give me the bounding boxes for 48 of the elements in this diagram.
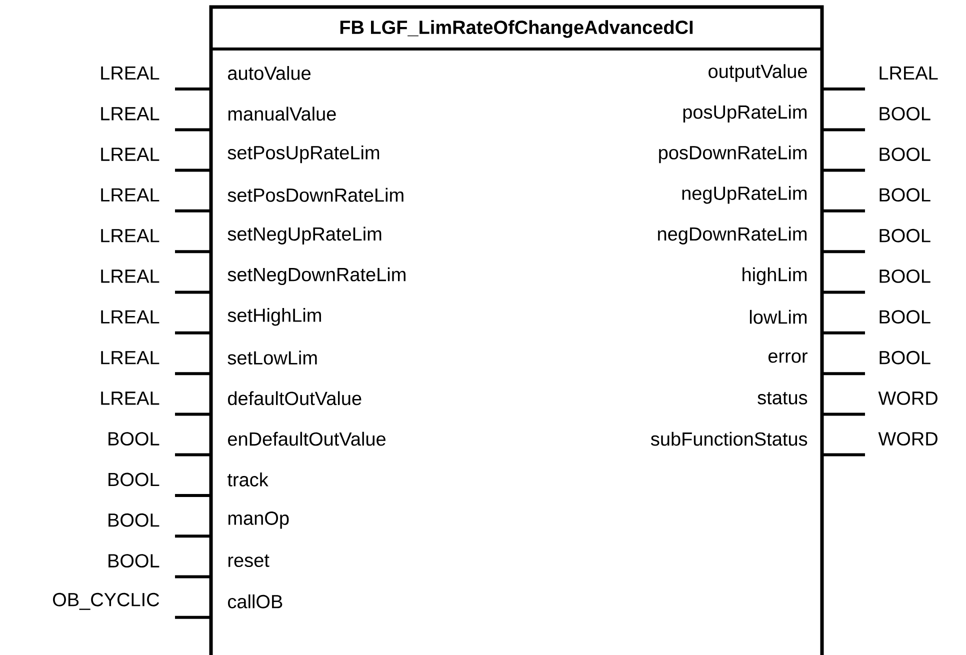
pin-type-label: BOOL xyxy=(880,269,930,283)
pin-type-label: LREAL xyxy=(101,310,160,324)
pin-type-label: LREAL xyxy=(101,188,160,202)
pin-name-label: manOp xyxy=(228,511,289,529)
pin-type-label: BOOL xyxy=(880,310,930,324)
pin-type-label: LREAL xyxy=(101,229,160,242)
pin-name-label: outputValue xyxy=(708,64,807,82)
pin-name-label: negUpRateLim xyxy=(682,186,807,204)
pin-type-label: BOOL xyxy=(108,432,160,446)
pin-name-label: negDownRateLim xyxy=(658,226,807,244)
pin-name-label: setHighLim xyxy=(228,308,321,326)
pin-name-label: highLim xyxy=(742,267,807,286)
pin-name-label: subFunctionStatus xyxy=(650,432,808,446)
pin-name-label: setNegUpRateLim xyxy=(228,226,382,244)
pin-name-label: posDownRateLim xyxy=(659,145,807,164)
pin-name-label: callOB xyxy=(228,594,282,608)
pin-type-label: BOOL xyxy=(880,228,930,242)
pin-name-label: manualValue xyxy=(228,106,336,121)
pin-name-label: setLowLim xyxy=(228,350,317,365)
pin-type-label: LREAL xyxy=(880,66,938,80)
pin-name-label: defaultOutValue xyxy=(228,391,362,406)
pin-type-label: BOOL xyxy=(880,148,930,162)
pin-name-label: error xyxy=(768,352,808,363)
pin-type-label: BOOL xyxy=(880,106,930,120)
pin-type-label: BOOL xyxy=(880,350,930,364)
pin-name-label: setNegDownRateLim xyxy=(228,267,406,286)
pin-type-label: BOOL xyxy=(108,472,160,486)
pin-type-label: BOOL xyxy=(880,188,930,202)
pin-name-label: reset xyxy=(228,554,270,568)
pin-type-label: LREAL xyxy=(101,148,160,161)
pin-name-label: autoValue xyxy=(228,66,311,80)
pin-type-label: LREAL xyxy=(101,270,160,283)
pin-name-label: setPosDownRateLim xyxy=(228,188,404,202)
pin-name-label: track xyxy=(228,472,268,486)
pin-type-label: OB_CYCLIC xyxy=(53,592,160,610)
pin-type-label: WORD xyxy=(878,391,938,405)
pin-name-label: status xyxy=(758,392,808,404)
pin-type-label: LREAL xyxy=(101,66,160,80)
pin-name-label: lowLim xyxy=(750,310,807,324)
pin-type-label: BOOL xyxy=(108,554,160,568)
pin-type-label: LREAL xyxy=(101,351,160,364)
pin-type-label: LREAL xyxy=(101,392,160,405)
pin-name-label: posUpRateLim xyxy=(683,104,807,123)
pin-name-label: setPosUpRateLim xyxy=(228,145,380,164)
pin-name-label: enDefaultOutValue xyxy=(228,432,386,446)
pin-type-label: LREAL xyxy=(101,107,160,120)
pin-type-label: WORD xyxy=(878,432,938,446)
pin-type-label: BOOL xyxy=(108,513,160,527)
